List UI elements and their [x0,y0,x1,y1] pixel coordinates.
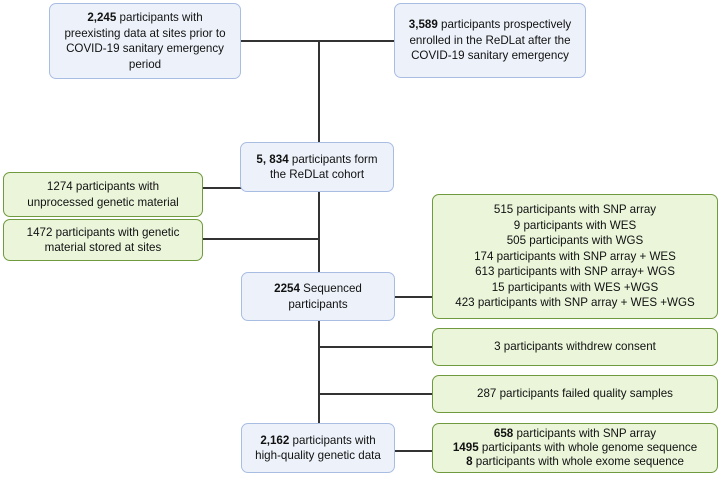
final-line: 1495 participants with whole genome sequ… [453,441,697,455]
breakdown-line: 15 participants with WES +WGS [491,280,659,294]
breakdown-line: 505 participants with WGS [506,234,644,248]
connector [394,296,432,298]
connector [318,192,320,272]
breakdown-line: 613 participants with SNP array+ WGS [475,265,675,279]
cohort-box: 5, 834 participants form the ReDLat coho… [240,142,394,192]
count: 2254 [274,282,300,295]
sequenced-box: 2254 Sequenced participants [241,272,395,321]
label: participants with whole genome sequence [478,441,698,454]
count: 8 [466,455,473,468]
breakdown-line: 174 participants with SNP array + WES [474,249,676,263]
connector [318,346,432,348]
count: 2,245 [87,11,117,24]
connector [318,40,320,142]
label: 3 participants withdrew consent [494,340,656,354]
label: participants form the ReDLat cohort [269,152,378,182]
label: participants with whole exome sequence [472,455,684,468]
count: 1495 [452,441,479,454]
breakdown-line: 423 participants with SNP array + WES +W… [455,296,695,310]
label: 1274 participants with unprocessed genet… [27,180,179,209]
unprocessed-box: 1274 participants with unprocessed genet… [3,172,203,217]
prospective-participants-box: 3,589 participants prospectively enrolle… [394,3,586,78]
withdrew-box: 3 participants withdrew consent [432,328,718,366]
failed-quality-box: 287 participants failed quality samples [432,375,718,413]
label: participants with preexisting data at si… [64,11,226,71]
connector [394,450,432,452]
count: 3,589 [408,18,438,32]
label: participants prospectively enrolled in t… [409,18,572,63]
high-quality-box: 2,162 participants with high-quality gen… [241,423,395,473]
count: 5, 834 [256,152,289,166]
label: Sequenced participants [288,282,362,311]
count: 658 [493,427,514,440]
connector [318,393,432,395]
final-breakdown-box: 658 participants with SNP array 1495 par… [432,423,718,473]
breakdown-line: 9 participants with WES [513,218,637,232]
count: 2,162 [260,433,290,447]
breakdown-line: 515 participants with SNP array [493,203,657,217]
connector [318,320,320,423]
connector [202,238,319,240]
label: 1472 participants with genetic material … [26,225,180,255]
label: participants with SNP array [513,427,657,440]
final-line: 658 participants with SNP array [494,427,656,441]
final-line: 8 participants with whole exome sequence [466,455,684,469]
sequencing-breakdown-box: 515 participants with SNP array 9 partic… [432,194,718,319]
connector [240,40,395,42]
preexisting-participants-box: 2,245 participants with preexisting data… [49,3,241,79]
label: participants with high-quality genetic d… [255,433,381,463]
stored-box: 1472 participants with genetic material … [3,219,203,261]
label: 287 participants failed quality samples [477,387,673,401]
